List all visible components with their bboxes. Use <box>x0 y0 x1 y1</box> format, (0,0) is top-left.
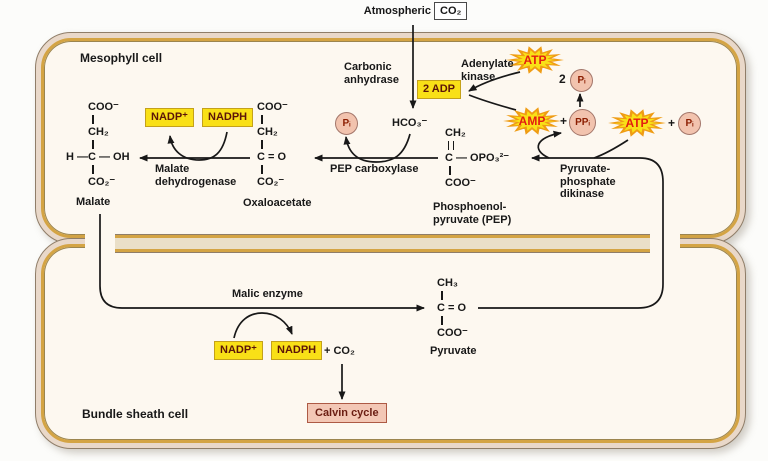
mesophyll-cell-interior <box>41 38 740 238</box>
nadph-box-top: NADPH <box>202 108 254 127</box>
atp-right-label: ATP <box>625 116 649 130</box>
malate-dehydrogenase-label: Malate dehydrogenase <box>155 163 237 188</box>
pyruvate-structure: CH₃ C = O COO⁻ <box>437 277 468 339</box>
atp-top-label: ATP <box>523 53 547 67</box>
pyruvate-label: Pyruvate <box>430 345 477 357</box>
calvin-cycle-box: Calvin cycle <box>307 403 387 423</box>
bundle-sheath-cell-outline <box>35 238 746 449</box>
plus-sign-amp-ppi: + <box>560 114 568 128</box>
pep-structure: CH₂ C — OPO₃²⁻ COO⁻ <box>445 127 510 189</box>
pi-badge-top: Pᵢ <box>570 69 593 92</box>
mesophyll-cell-outline <box>35 32 746 244</box>
oxaloacetate-label: Oxaloacetate <box>243 197 312 209</box>
malic-enzyme-label: Malic enzyme <box>232 288 303 300</box>
two-pi-count: 2 <box>559 72 566 86</box>
atmospheric-label: Atmospheric <box>363 5 431 17</box>
plus-sign-atp-pi: + <box>668 116 676 130</box>
pi-badge-right: Pᵢ <box>678 112 701 135</box>
plus-co2-label: + CO₂ <box>324 345 355 357</box>
bicarbonate-label: HCO₃⁻ <box>392 117 428 129</box>
adp2-box: 2 ADP <box>417 80 461 99</box>
malate-structure: COO⁻ CH₂ H — C — OH CO₂⁻ <box>66 101 130 188</box>
carbonic-anhydrase-label: Carbonic anhydrase <box>344 61 400 86</box>
pep-label: Phosphoenol- pyruvate (PEP) <box>433 201 512 226</box>
pep-carboxylase-label: PEP carboxylase <box>330 163 419 175</box>
bundle-sheath-cell-interior <box>41 244 740 443</box>
dikinase-label: Pyruvate- phosphate dikinase <box>560 163 616 200</box>
malate-label: Malate <box>76 196 111 208</box>
nadp-box-top: NADP⁺ <box>145 108 194 127</box>
right-wall-gap <box>650 226 680 258</box>
ppi-badge: PPᵢ <box>569 109 596 136</box>
nadp-box-bottom: NADP⁺ <box>214 341 263 360</box>
pi-badge-carboxylase: Pᵢ <box>335 112 358 135</box>
atmospheric-co2-box: CO₂ <box>434 2 468 20</box>
nadph-box-bottom: NADPH <box>271 341 323 360</box>
amp-label: AMP <box>518 114 546 128</box>
bundle-sheath-cell-label: Bundle sheath cell <box>82 407 189 421</box>
oxaloacetate-structure: COO⁻ CH₂ C = O CO₂⁻ <box>257 101 288 188</box>
adenylate-kinase-label: Adenylate kinase <box>461 58 514 83</box>
mesophyll-cell-label: Mesophyll cell <box>80 51 163 65</box>
